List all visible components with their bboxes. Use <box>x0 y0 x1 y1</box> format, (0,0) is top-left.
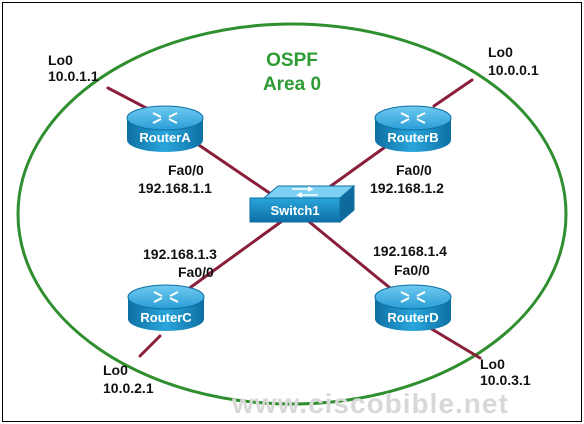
router-c-loopback-ip: 10.0.2.1 <box>103 380 154 396</box>
router-d-name: RouterD <box>387 310 439 325</box>
router-b-icon[interactable] <box>374 105 452 152</box>
router-a-fa-ip: 192.168.1.1 <box>138 180 212 196</box>
router-b-loopback-ip: 10.0.0.1 <box>488 62 539 78</box>
ospf-area-boundary <box>16 22 568 406</box>
router-a-loopback-ip: 10.0.1.1 <box>48 68 99 84</box>
router-c-fa-if: Fa0/0 <box>178 264 214 280</box>
router-d-fa-if: Fa0/0 <box>394 262 430 278</box>
switch-icon[interactable] <box>249 184 356 224</box>
loopback-stub-routerb <box>432 78 474 108</box>
switch-name: Switch1 <box>270 203 320 218</box>
router-c-fa-ip: 192.168.1.3 <box>143 246 217 262</box>
router-a-loopback-if: Lo0 <box>48 52 73 68</box>
router-c-loopback-if: Lo0 <box>103 362 128 378</box>
watermark: www.ciscobible.net <box>232 388 509 419</box>
router-b-loopback-if: Lo0 <box>488 44 513 60</box>
router-c-icon[interactable] <box>127 284 205 331</box>
area-label: Area 0 <box>262 74 322 95</box>
router-d-icon[interactable] <box>374 284 452 331</box>
loopback-stub-routerd <box>428 326 482 360</box>
loopback-stub-routera <box>106 86 152 112</box>
router-a-fa-if: Fa0/0 <box>168 162 204 178</box>
router-d-loopback-if: Lo0 <box>480 356 505 372</box>
loopback-stub-routerc <box>138 334 162 358</box>
ospf-label: OSPF <box>266 50 318 71</box>
router-b-name: RouterB <box>387 130 439 145</box>
router-a-name: RouterA <box>139 130 191 145</box>
router-a-icon[interactable] <box>126 105 204 152</box>
router-b-fa-if: Fa0/0 <box>396 162 432 178</box>
router-c-name: RouterC <box>140 310 192 325</box>
router-b-fa-ip: 192.168.1.2 <box>370 180 444 196</box>
router-d-fa-ip: 192.168.1.4 <box>373 243 447 259</box>
router-d-loopback-ip: 10.0.3.1 <box>480 372 531 388</box>
